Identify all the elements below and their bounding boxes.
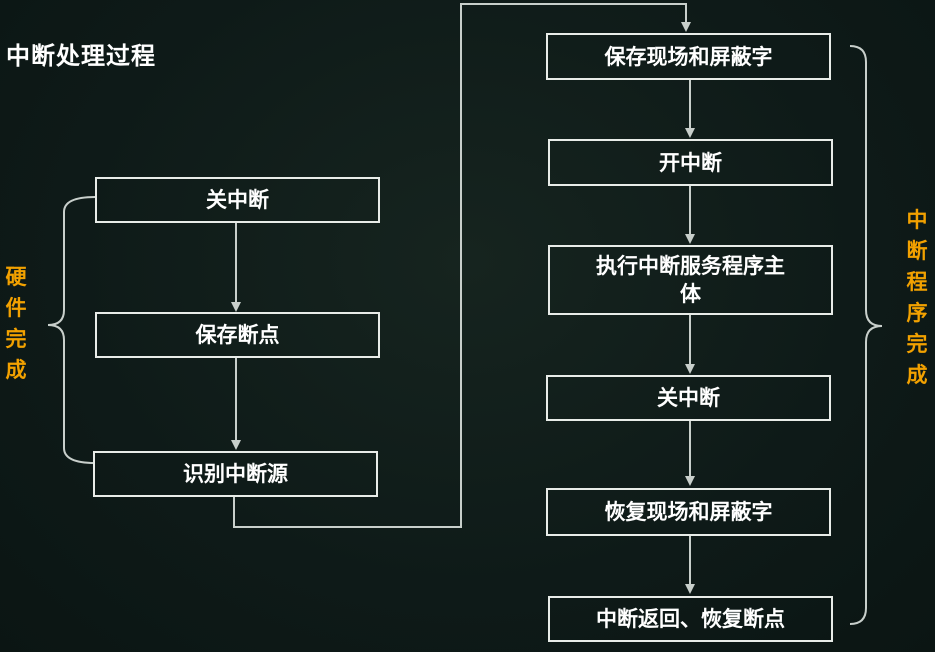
connector-left-to-right [233,3,691,528]
hardware-brace [47,196,96,464]
step-identify-interrupt-source: 识别中断源 [93,451,378,497]
step-enable-interrupt: 开中断 [548,139,833,186]
step-disable-interrupt-2: 关中断 [546,375,831,421]
step-save-context-mask: 保存现场和屏蔽字 [546,33,831,80]
step-execute-isr-body: 执行中断服务程序主体 [548,245,833,315]
hardware-group-label: 硬件完成 [5,265,27,382]
program-brace [849,45,883,625]
program-group-label: 中断程序完成 [906,208,928,387]
step-return-restore-breakpoint: 中断返回、恢复断点 [548,596,833,642]
page-title: 中断处理过程 [6,42,156,70]
step-disable-interrupt: 关中断 [95,177,380,223]
step-restore-context-mask: 恢复现场和屏蔽字 [546,488,831,536]
step-save-breakpoint: 保存断点 [95,312,380,358]
